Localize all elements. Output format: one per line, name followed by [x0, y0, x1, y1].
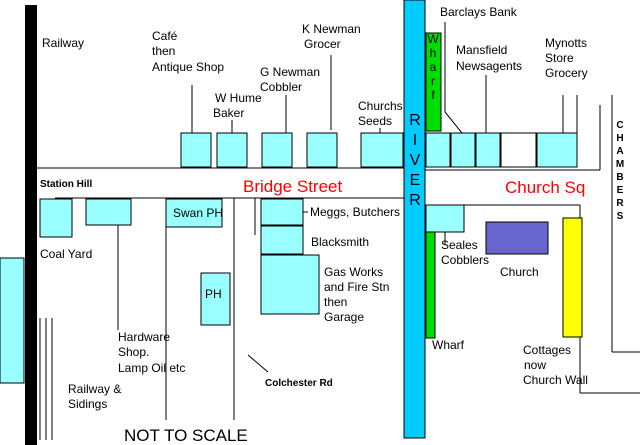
cottages-building: [562, 217, 583, 338]
swan-ph-building: [165, 198, 223, 228]
vacant-building: [500, 132, 537, 168]
seales-cobblers-building: [425, 204, 465, 233]
cafe-building: [180, 132, 212, 168]
label-gas-1: Gas Works: [324, 265, 383, 279]
label-churchs-1: Churchs: [358, 99, 403, 113]
label-ph: PH: [205, 287, 222, 301]
g-newman-cobbler-building: [261, 132, 293, 168]
label-cafe-then: then: [152, 44, 175, 58]
label-hardware-1: Hardware: [118, 330, 170, 344]
label-meggs: Meggs, Butchers: [310, 205, 400, 219]
w-hume-baker-building: [216, 132, 248, 168]
railway-line: [25, 5, 37, 445]
label-seales-1: Seales: [441, 238, 478, 252]
blacksmith-building: [260, 225, 304, 255]
label-railway-sidings-1: Railway &: [68, 382, 121, 396]
label-barclays: Barclays Bank: [440, 5, 518, 19]
label-cafe: Café: [152, 29, 178, 43]
colchester-rd-pointer: [247, 354, 269, 373]
label-gas-3: then: [324, 295, 347, 309]
label-g-newman-1: G Newman: [260, 65, 320, 79]
mynotts-store-building: [536, 132, 578, 168]
label-colchester: Colchester Rd: [265, 378, 333, 389]
label-church-sq: Church Sq: [505, 178, 585, 197]
river: [403, 0, 426, 439]
label-cottages-1: Cottages: [523, 343, 571, 357]
label-mansfield-1: Mansfield: [456, 43, 507, 57]
ph-building: [200, 272, 231, 326]
label-church: Church: [500, 265, 539, 279]
label-not-to-scale: NOT TO SCALE: [124, 426, 248, 445]
label-cottages-3: Church Wall: [523, 373, 588, 387]
church-building: [485, 221, 549, 255]
label-coal-yard: Coal Yard: [40, 247, 92, 261]
label-churchs-2: Seeds: [358, 114, 392, 128]
barclays-pointer-2: [444, 111, 463, 134]
label-blacksmith: Blacksmith: [311, 235, 369, 249]
label-mynotts-3: Grocery: [545, 66, 588, 80]
meggs-butchers-building: [260, 198, 304, 226]
label-cottages-2: now: [524, 358, 546, 372]
label-mansfield-2: Newsagents: [456, 59, 522, 73]
wharf-top: [425, 32, 442, 132]
bank-annex-building: [450, 132, 476, 168]
label-mynotts-2: Store: [545, 51, 574, 65]
wharf-bottom: [425, 231, 436, 339]
label-hardware-3: Lamp Oil etc: [118, 361, 185, 375]
label-mynotts-1: Mynotts: [545, 36, 587, 50]
coal-yard-building: [39, 198, 73, 238]
label-bridge-street: Bridge Street: [243, 177, 342, 196]
label-k-newman-2: Grocer: [304, 37, 341, 51]
label-hardware-2: Shop.: [118, 345, 149, 359]
label-seales-2: Cobblers: [441, 253, 489, 267]
label-antique: Antique Shop: [152, 60, 224, 74]
k-newman-grocer-building: [306, 132, 338, 168]
label-w-hume-1: W Hume: [215, 91, 262, 105]
label-w-hume-2: Baker: [213, 106, 244, 120]
barclays-building: [425, 132, 451, 168]
label-k-newman-1: K Newman: [302, 22, 361, 36]
churchs-seeds-building: [360, 132, 404, 168]
label-station-hill: Station Hill: [40, 179, 92, 190]
label-g-newman-2: Cobbler: [260, 80, 302, 94]
station-building: [0, 257, 25, 384]
label-railway: Railway: [42, 36, 84, 50]
label-gas-4: Garage: [324, 310, 364, 324]
label-railway-sidings-2: Sidings: [68, 397, 107, 411]
label-swan: Swan PH: [173, 206, 223, 220]
label-wharf-bottom: Wharf: [432, 338, 465, 352]
gas-works-building: [260, 254, 320, 315]
label-gas-2: and Fire Stn: [324, 280, 389, 294]
mansfield-newsagents-building: [475, 132, 501, 168]
hardware-shop-building: [85, 198, 132, 226]
